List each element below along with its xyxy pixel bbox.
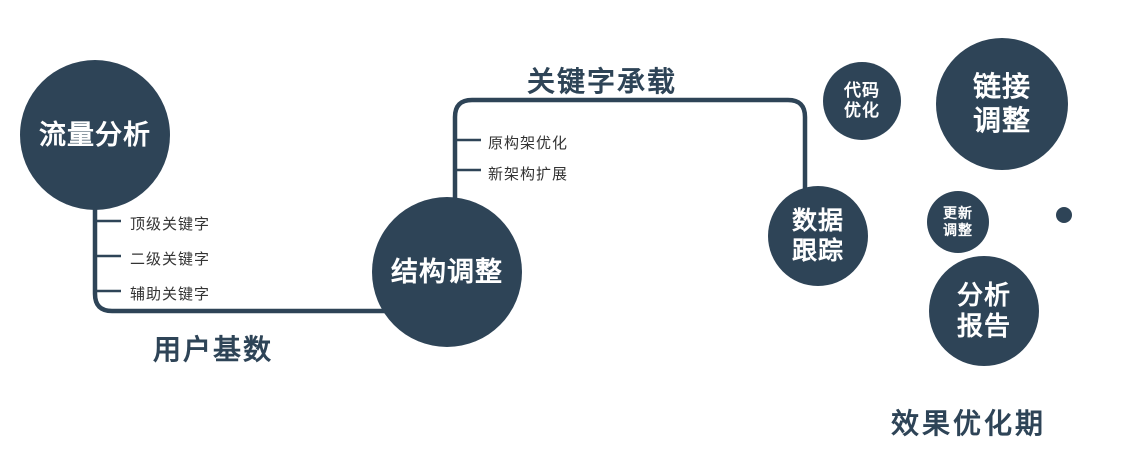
dot-marker	[1056, 207, 1072, 223]
node-code-optimization-line2: 优化	[844, 101, 880, 120]
edge-label-keyword-carry: 关键字承载	[527, 66, 678, 97]
node-code-optimization-line1: 代码	[844, 80, 880, 100]
node-traffic-analysis: 流量分析	[20, 60, 170, 210]
node-update-adjustment-line2: 调整	[943, 222, 973, 238]
structure-to-tracking-connector	[452, 97, 808, 199]
edge-label-effect-optimization-period: 效果优化期	[891, 408, 1047, 439]
node-analysis-report-line1: 分析	[956, 279, 1011, 310]
edge-label-user-base: 用户基数	[153, 334, 274, 365]
node-link-adjustment: 链接 调整	[936, 38, 1068, 170]
node-link-adjustment-line1: 链接	[972, 71, 1031, 103]
node-code-optimization: 代码 优化	[823, 62, 901, 140]
node-data-tracking: 数据 跟踪	[768, 186, 868, 286]
node-update-adjustment-line1: 更新	[943, 205, 973, 222]
traffic-to-structure-connector	[92, 188, 386, 314]
branch-label-auxiliary-keywords: 辅助关键字	[130, 286, 211, 303]
branch-label-second-keywords: 二级关键字	[130, 251, 211, 268]
node-analysis-report-line2: 报告	[956, 311, 1011, 341]
node-structure-adjustment-label: 结构调整	[391, 256, 503, 287]
branch-label-original-architecture: 原构架优化	[488, 135, 569, 152]
branch-label-top-keywords: 顶级关键字	[130, 216, 211, 233]
node-traffic-analysis-label: 流量分析	[39, 119, 151, 150]
node-data-tracking-line2: 跟踪	[791, 237, 844, 265]
node-data-tracking-line1: 数据	[791, 207, 844, 235]
node-link-adjustment-line2: 调整	[972, 105, 1031, 136]
node-update-adjustment: 更新 调整	[927, 191, 989, 253]
node-structure-adjustment: 结构调整	[372, 197, 522, 347]
node-analysis-report: 分析 报告	[929, 256, 1039, 366]
branch-label-new-architecture: 新架构扩展	[488, 166, 569, 183]
